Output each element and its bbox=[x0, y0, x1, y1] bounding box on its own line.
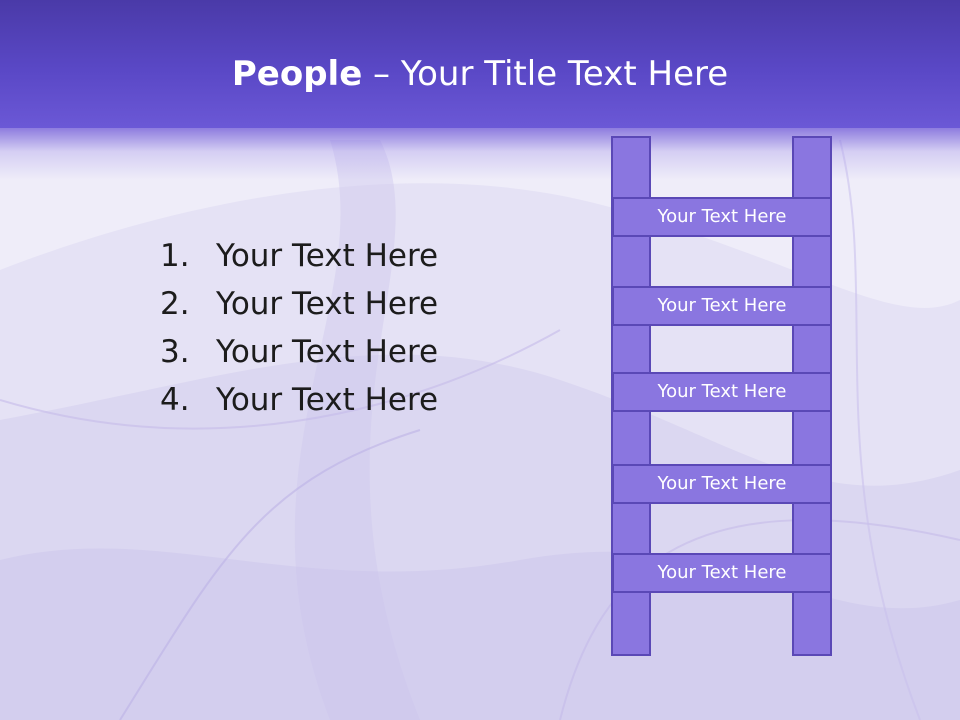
list-number: 4. bbox=[160, 382, 190, 418]
ladder-rung: Your Text Here bbox=[612, 197, 832, 237]
list-number: 1. bbox=[160, 238, 190, 274]
header-band bbox=[0, 0, 960, 128]
slide-title: People – Your Title Text Here bbox=[0, 52, 960, 96]
list-item: 1. Your Text Here bbox=[160, 232, 438, 280]
numbered-list: 1. Your Text Here 2. Your Text Here 3. Your… bbox=[160, 232, 438, 424]
list-number: 3. bbox=[160, 334, 190, 370]
list-text: Your Text Here bbox=[216, 334, 439, 370]
ladder-rung: Your Text Here bbox=[612, 553, 832, 593]
list-item: 3. Your Text Here bbox=[160, 328, 438, 376]
list-text: Your Text Here bbox=[216, 382, 439, 418]
list-text: Your Text Here bbox=[216, 286, 439, 322]
title-bold: People bbox=[231, 54, 363, 94]
ladder-rung: Your Text Here bbox=[612, 286, 832, 326]
list-item: 2. Your Text Here bbox=[160, 280, 438, 328]
title-rest: – Your Title Text Here bbox=[362, 54, 729, 94]
list-item: 4. Your Text Here bbox=[160, 376, 438, 424]
list-number: 2. bbox=[160, 286, 190, 322]
list-text: Your Text Here bbox=[216, 238, 439, 274]
ladder-rung: Your Text Here bbox=[612, 372, 832, 412]
ladder-rung: Your Text Here bbox=[612, 464, 832, 504]
